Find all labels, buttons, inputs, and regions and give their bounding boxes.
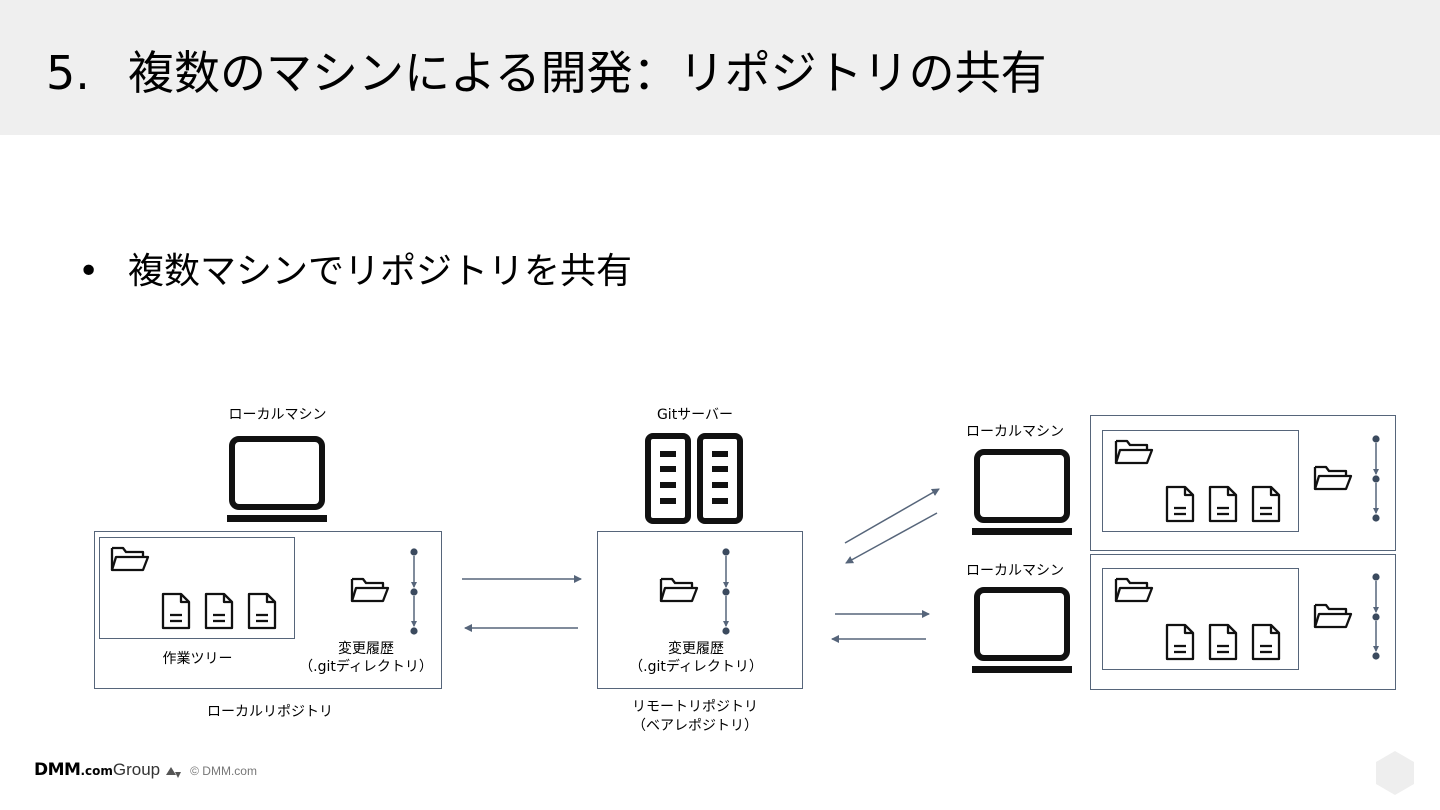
pull-arrow	[845, 512, 938, 564]
local-repo-label: ローカルリポジトリ	[207, 704, 333, 720]
push-arrow	[844, 488, 940, 544]
file-icon	[1208, 485, 1238, 523]
folder-icon	[1313, 603, 1353, 629]
laptop-icon	[227, 439, 327, 522]
folder-icon	[1114, 577, 1154, 603]
logo-group: Group	[112, 760, 161, 779]
history-sub-local: （.gitディレクトリ）	[299, 659, 433, 675]
title-text: 複数のマシンによる開発：リポジトリの共有	[128, 46, 1047, 100]
folder-icon	[110, 546, 150, 572]
logo-com: .com	[80, 764, 113, 778]
history-icon	[1372, 435, 1379, 521]
file-icon	[1165, 623, 1195, 661]
server-icon	[700, 436, 740, 521]
local-repo-box	[94, 531, 442, 689]
history-icon	[1372, 573, 1379, 659]
file-icon	[1251, 623, 1281, 661]
history-icon	[410, 548, 417, 634]
logo-mark-icon	[175, 772, 181, 778]
folder-icon	[1313, 465, 1353, 491]
file-icon	[1251, 485, 1281, 523]
server-icon	[648, 436, 688, 521]
remote-repo-box	[597, 531, 803, 689]
right-work-tree-bottom	[1102, 568, 1299, 670]
right-work-tree-top	[1102, 430, 1299, 532]
right-repo-box-bottom	[1090, 554, 1396, 690]
history-label-local: 変更履歴	[338, 641, 394, 657]
copyright-text: © DMM.com	[190, 764, 257, 778]
git-server-label: Gitサーバー	[656, 407, 734, 423]
history-sub-remote: （.gitディレクトリ）	[629, 659, 763, 675]
page-title: 5. 複数のマシンによる開発：リポジトリの共有	[46, 38, 1047, 108]
work-tree-box	[99, 537, 295, 639]
laptop-icon	[972, 590, 1072, 673]
file-icon	[1208, 623, 1238, 661]
local-machine-label: ローカルマシン	[228, 407, 327, 423]
file-icon	[247, 592, 277, 630]
file-icon	[161, 592, 191, 630]
right-machine-label-bottom: ローカルマシン	[966, 563, 1064, 579]
remote-repo-sub: （ベアレポジトリ）	[632, 718, 758, 734]
folder-icon	[659, 577, 699, 603]
laptop-icon	[972, 452, 1072, 535]
section-number: 5.	[46, 46, 90, 100]
history-icon	[722, 548, 729, 634]
title-bar	[0, 0, 1440, 135]
logo-mark-icon	[166, 767, 176, 775]
logo-dmm: DMM	[34, 760, 81, 780]
folder-icon	[1114, 439, 1154, 465]
right-repo-box-top	[1090, 415, 1396, 551]
history-label-remote: 変更履歴	[668, 641, 724, 657]
folder-icon	[350, 577, 390, 603]
hexagon-icon	[1376, 751, 1414, 795]
bullet-text: 複数マシンでリポジトリを共有	[128, 251, 633, 292]
footer-logo: DMM.comGroup © DMM.com	[34, 760, 257, 782]
remote-repo-label: リモートリポジトリ	[632, 699, 758, 715]
bullet-item: • 複数マシンでリポジトリを共有	[78, 244, 632, 300]
work-tree-label: 作業ツリー	[162, 651, 233, 667]
right-machine-label-top: ローカルマシン	[966, 424, 1064, 440]
file-icon	[204, 592, 234, 630]
bullet-symbol: •	[78, 251, 100, 292]
file-icon	[1165, 485, 1195, 523]
